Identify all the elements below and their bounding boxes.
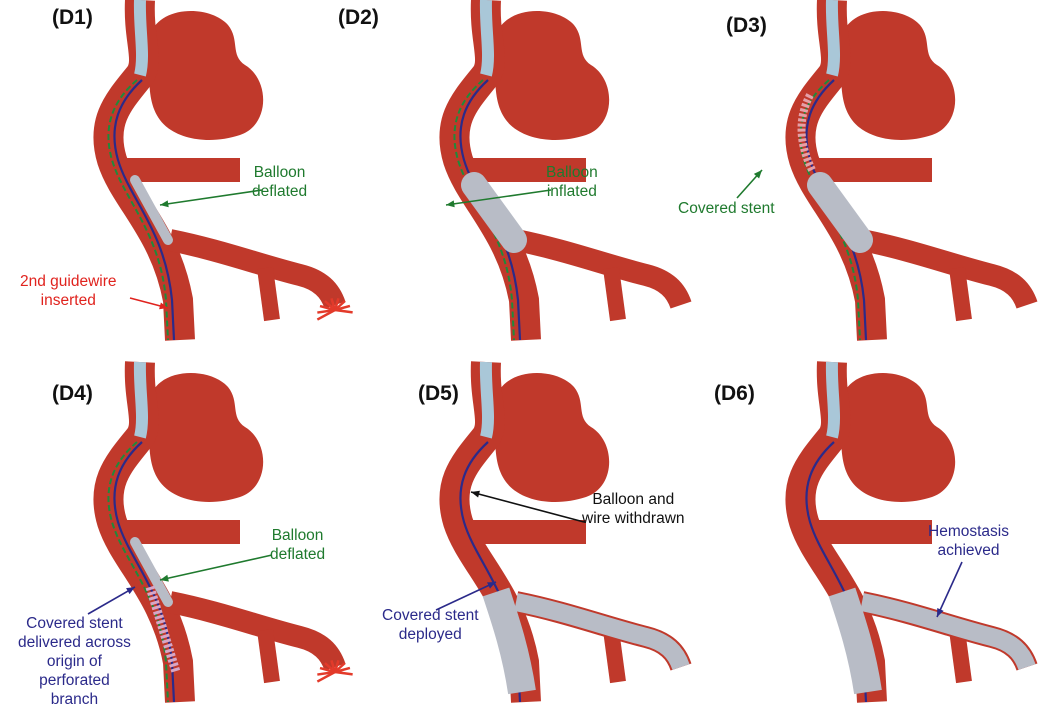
annotation-hemostasis-achieved: Hemostasis achieved bbox=[928, 522, 1009, 560]
arrow-hemostasis bbox=[937, 562, 962, 617]
annotation-balloon-wire-withdrawn: Balloon and wire withdrawn bbox=[582, 490, 685, 528]
arrow-balloon bbox=[160, 555, 272, 580]
sub-branch bbox=[265, 630, 272, 682]
panel-d4: (D4) Balloon deflated Covered stent deli… bbox=[0, 362, 346, 724]
panel-label-d3: (D3) bbox=[726, 14, 767, 38]
catheter bbox=[486, 0, 488, 75]
arrow-balloon-head bbox=[446, 200, 455, 207]
catheter bbox=[140, 362, 142, 437]
lower-branch bbox=[516, 240, 681, 305]
panel-label-d6: (D6) bbox=[714, 382, 755, 406]
annotation-balloon-deflated: Balloon deflated bbox=[252, 163, 307, 201]
aneurysm-sac bbox=[149, 11, 263, 140]
panel-d1: (D1) Balloon deflated 2nd guidewire inse… bbox=[0, 0, 346, 362]
arrow-balloon bbox=[160, 190, 262, 205]
panel-d2: (D2) Balloon inflated bbox=[346, 0, 692, 362]
catheter bbox=[832, 0, 834, 75]
balloon-inflated bbox=[820, 185, 860, 240]
arrow-balloon-head bbox=[160, 200, 169, 207]
balloon-inflated bbox=[474, 185, 514, 240]
panel-label-d4: (D4) bbox=[52, 382, 93, 406]
aneurysm-sac bbox=[495, 373, 609, 502]
catheter bbox=[832, 362, 834, 437]
vessel-diagram-d5 bbox=[346, 362, 692, 724]
aneurysm-sac bbox=[841, 11, 955, 140]
sub-branch bbox=[611, 268, 618, 320]
lower-branch bbox=[170, 602, 335, 667]
sub-branch bbox=[265, 268, 272, 320]
aneurysm-sac bbox=[495, 11, 609, 140]
panel-label-d1: (D1) bbox=[52, 6, 93, 30]
catheter bbox=[486, 362, 488, 437]
panel-d6: (D6) Hemostasis achieved bbox=[692, 362, 1038, 724]
aneurysm-sac bbox=[149, 373, 263, 502]
catheter bbox=[140, 0, 142, 75]
annotation-balloon-deflated: Balloon deflated bbox=[270, 526, 325, 564]
vessel-diagram-d3 bbox=[692, 0, 1038, 362]
lower-branch bbox=[170, 240, 335, 305]
annotation-covered-stent: Covered stent bbox=[678, 199, 775, 218]
annotation-covered-stent-delivered: Covered stent delivered across origin of… bbox=[18, 614, 131, 709]
aneurysm-sac bbox=[841, 373, 955, 502]
vessel-diagram-d2 bbox=[346, 0, 692, 362]
panel-label-d5: (D5) bbox=[418, 382, 459, 406]
panel-d5: (D5) Balloon and wire withdrawn Covered … bbox=[346, 362, 692, 724]
lower-branch bbox=[862, 240, 1027, 305]
panel-label-d2: (D2) bbox=[338, 6, 379, 30]
panel-d3: (D3) Covered stent bbox=[692, 0, 1038, 362]
annotation-covered-stent-deployed: Covered stent deployed bbox=[382, 606, 479, 644]
annotation-balloon-inflated: Balloon inflated bbox=[546, 163, 598, 201]
annotation-second-guidewire: 2nd guidewire inserted bbox=[20, 272, 117, 310]
sub-branch bbox=[957, 268, 964, 320]
